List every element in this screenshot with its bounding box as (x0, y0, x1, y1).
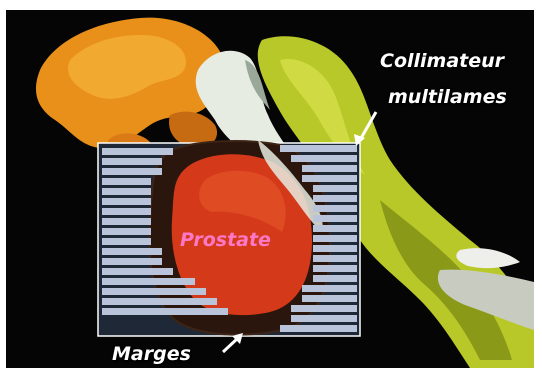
right-leaf (302, 175, 357, 182)
right-leaf (313, 255, 357, 262)
collimator-label-line2: multilames (388, 86, 507, 108)
right-leaf (291, 315, 357, 322)
right-leaf (302, 165, 357, 172)
right-leaf (313, 225, 357, 232)
right-leaf (313, 195, 357, 202)
left-leaf (102, 288, 206, 295)
left-leaf (102, 158, 162, 165)
collimator-label-line1: Collimateur (380, 50, 504, 72)
left-leaf (102, 168, 162, 175)
left-leaf (102, 238, 151, 245)
left-leaf (102, 268, 173, 275)
left-leaf (102, 218, 151, 225)
right-leaf (313, 215, 357, 222)
right-leaf (313, 205, 357, 212)
right-leaf (291, 305, 357, 312)
right-leaf (313, 245, 357, 252)
left-leaf (102, 188, 151, 195)
right-leaf (313, 265, 357, 272)
left-leaf (102, 198, 151, 205)
right-leaf (313, 235, 357, 242)
left-leaf (102, 148, 173, 155)
right-leaf (302, 295, 357, 302)
left-leaf (102, 278, 195, 285)
left-leaf (102, 228, 151, 235)
left-leaf (102, 258, 162, 265)
margins-label: Marges (112, 343, 191, 365)
right-leaf (280, 145, 357, 152)
right-leaf (313, 185, 357, 192)
left-leaf (102, 208, 151, 215)
left-leaf (102, 178, 151, 185)
prostate-label: Prostate (180, 229, 271, 251)
right-leaf (291, 155, 357, 162)
left-leaf (102, 308, 228, 315)
left-leaf (102, 248, 162, 255)
right-leaf (280, 325, 357, 332)
right-leaf (313, 275, 357, 282)
right-leaf (302, 285, 357, 292)
left-leaf (102, 298, 217, 305)
